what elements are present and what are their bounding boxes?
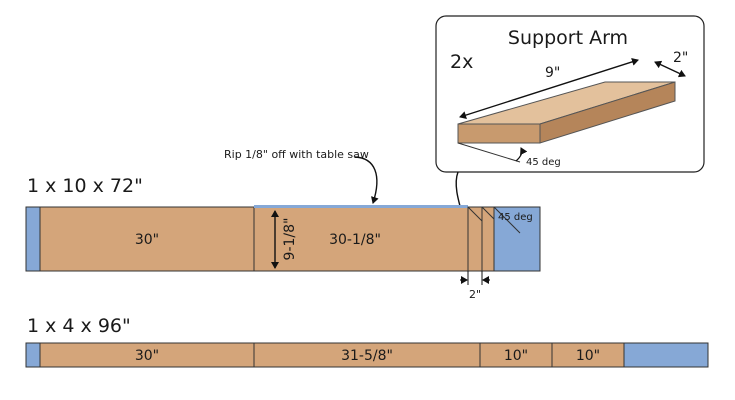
board1-title: 1 x 10 x 72" (27, 175, 143, 197)
rip-note: Rip 1/8" off with table saw (224, 148, 369, 161)
board-1x10x72: 1 x 10 x 72" Rip 1/8" off with table saw… (25, 148, 541, 301)
board2-segment-10-a-label: 10" (504, 348, 528, 364)
board1-waste-left (25, 206, 41, 272)
board-1x4x96: 1 x 4 x 96" 30" 31-5/8" 10" 10" (25, 315, 709, 368)
board2-segment-10-b (551, 342, 625, 368)
board1-segment-30 (39, 206, 255, 272)
board1-arm-width-label: 2" (469, 288, 481, 301)
board1-width-label: 9-1/8" (282, 218, 298, 261)
rip-note-arrow (354, 156, 379, 204)
board2-segment-10-a (479, 342, 553, 368)
inset-title: Support Arm (508, 27, 628, 49)
support-arm-inset: Support Arm 2x 9" 2" 45 deg (435, 15, 705, 173)
board1-arm-bevel-1 (467, 206, 483, 222)
board2-segment-10-b-label: 10" (576, 348, 600, 364)
arm-width-arrow (654, 60, 686, 78)
board1-angle-line (493, 206, 521, 234)
arm-length-label: 9" (545, 65, 560, 81)
arm-angle-label: 45 deg (526, 157, 561, 168)
board2-segment-30-label: 30" (135, 348, 159, 364)
board1-segment-30-1-8-label: 30-1/8" (329, 232, 381, 248)
inset-quantity: 2x (450, 51, 473, 73)
arm-length-arrow (459, 58, 639, 119)
board2-segment-30 (39, 342, 255, 368)
board2-segment-31-5-8-label: 31-5/8" (341, 348, 393, 364)
board2-segment-31-5-8 (253, 342, 481, 368)
board1-waste-right (493, 206, 541, 272)
board1-angle-label: 45 deg (498, 212, 533, 223)
board2-waste-right (623, 342, 709, 368)
arm-width-label: 2" (673, 50, 688, 66)
arm-front-face (457, 123, 541, 144)
arm-angle-arc (515, 147, 528, 162)
board2-title: 1 x 4 x 96" (27, 315, 131, 337)
arm-angle-line (457, 142, 521, 163)
board1-rip-strip (254, 205, 468, 208)
board1-segment-30-1-8 (253, 206, 469, 272)
board2-waste-left (25, 342, 41, 368)
board1-segment-30-label: 30" (135, 232, 159, 248)
board1-arm-bevel-2 (481, 206, 495, 220)
board1-arm-piece-1 (467, 206, 483, 272)
